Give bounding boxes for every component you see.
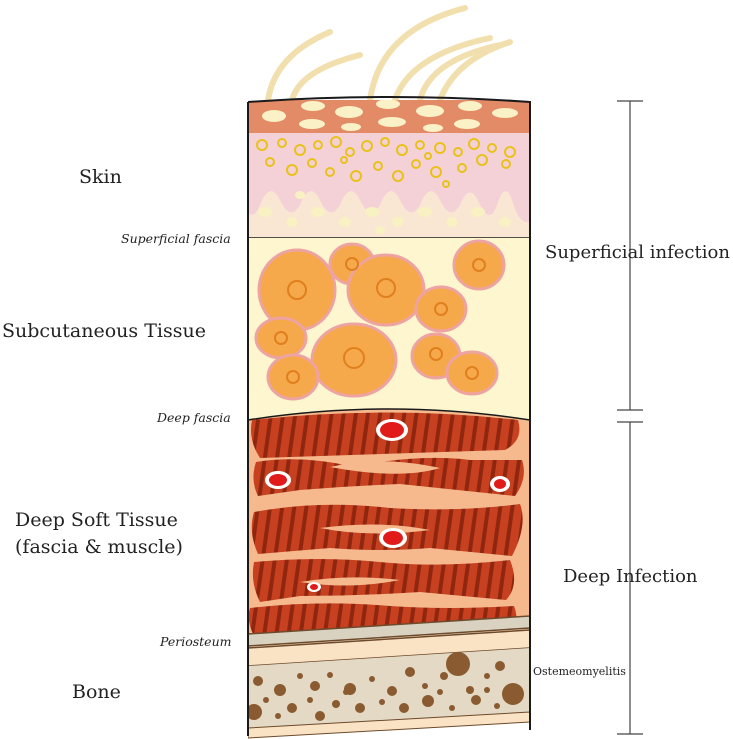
deep-fascia-label: Deep fascia	[157, 410, 231, 425]
deep-infection-bracket	[617, 421, 643, 735]
fascia-and-muscle-label: (fascia & muscle)	[15, 536, 183, 558]
tissue-column-outline	[247, 96, 531, 736]
abscess-pus-spots	[265, 419, 510, 592]
bone-marrow-spots	[248, 652, 524, 721]
subcutaneous-tissue-label: Subcutaneous Tissue	[2, 320, 206, 342]
osteomyelitis-label: Ostemeomyelitis	[533, 665, 626, 678]
hair-strands	[265, 5, 513, 103]
dermal-glands	[256, 136, 516, 188]
superficial-infection-bracket	[617, 100, 643, 411]
dermal-cells	[258, 191, 511, 234]
bone-label: Bone	[72, 681, 121, 703]
skin-label: Skin	[79, 166, 122, 188]
deep-infection-label: Deep Infection	[563, 566, 698, 587]
periosteum-label: Periosteum	[160, 634, 232, 649]
deep-soft-tissue-label: Deep Soft Tissue	[15, 509, 178, 531]
superficial-fascia-label: Superficial fascia	[121, 231, 231, 246]
muscle-gaps	[300, 461, 440, 586]
fat-cells	[254, 239, 506, 401]
superficial-infection-label: Superficial infection	[545, 242, 730, 263]
epidermis-cells	[262, 100, 518, 132]
